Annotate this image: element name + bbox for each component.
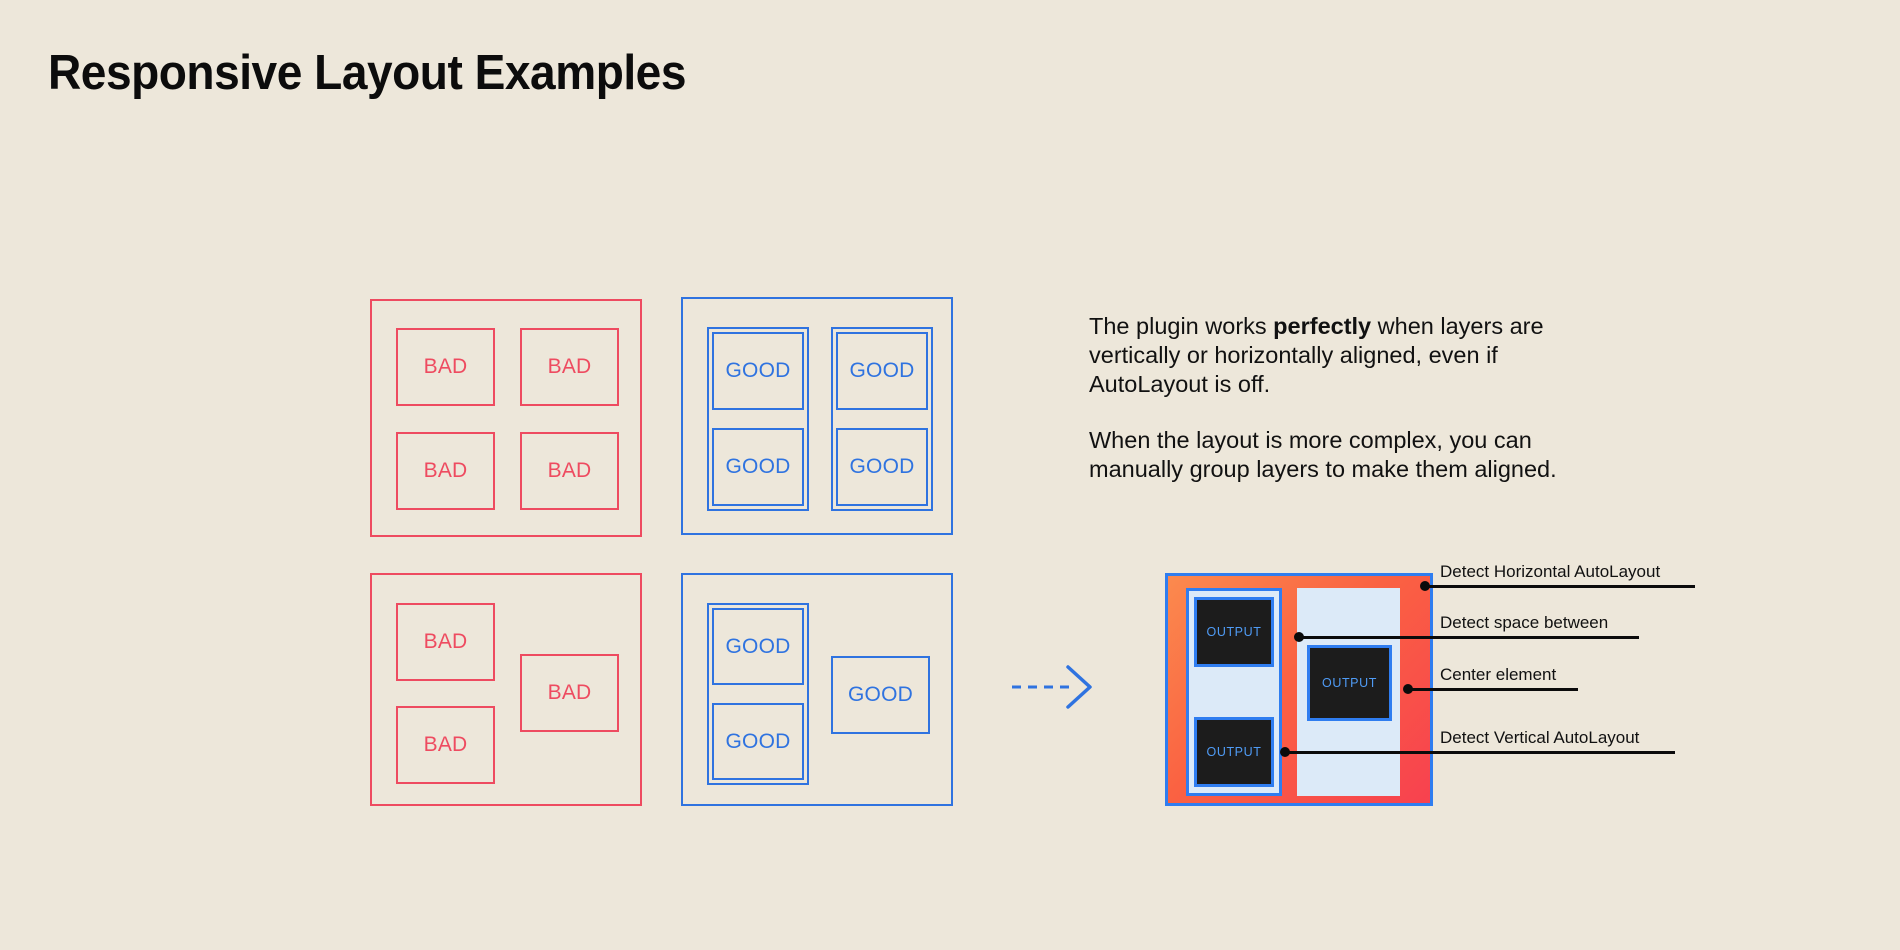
good-box: GOOD [712,428,804,506]
bad-box: BAD [520,432,619,510]
copy-p1-bold: perfectly [1273,313,1372,339]
annotation-label-horizontal-autolayout: Detect Horizontal AutoLayout [1440,562,1661,581]
bad-box: BAD [520,654,619,732]
bad-box: BAD [396,328,495,406]
good-box: GOOD [836,428,928,506]
copy-p1-after: when layers are vertically or horizontal… [1089,313,1544,397]
good-box: GOOD [712,608,804,685]
dashed-arrow-right-icon [1012,665,1102,709]
mock-column-left: OUTPUT OUTPUT [1186,588,1282,796]
page-title: Responsive Layout Examples [48,46,686,100]
good-box: GOOD [836,332,928,410]
good-box: GOOD [831,656,930,734]
good-box: GOOD [712,703,804,780]
output-box: OUTPUT [1194,597,1274,667]
good-group-column-1 [707,603,809,785]
copy-p1-before: The plugin works [1089,313,1274,339]
bad-box: BAD [396,432,495,510]
good-group-column-2 [831,327,933,511]
good-box: GOOD [712,332,804,410]
annotation-line-center-element [1408,688,1578,691]
annotated-mock-frame: OUTPUT OUTPUT OUTPUT [1165,573,1433,806]
explanatory-copy: The plugin works perfectly when layers a… [1089,312,1559,484]
output-box: OUTPUT [1194,717,1274,787]
example-panel-good-grid: GOOD GOOD GOOD GOOD [681,297,953,535]
bad-box: BAD [396,706,495,784]
example-panel-good-complex: GOOD GOOD GOOD [681,573,953,806]
annotation-line-space-between [1299,636,1639,639]
annotation-label-space-between: Detect space between [1440,613,1609,632]
good-group-column-1 [707,327,809,511]
copy-paragraph-1: The plugin works perfectly when layers a… [1089,312,1559,399]
example-panel-bad-complex: BAD BAD BAD [370,573,642,806]
mock-column-right: OUTPUT [1297,588,1400,796]
annotation-line-vertical-autolayout [1285,751,1675,754]
bad-box: BAD [396,603,495,681]
output-box: OUTPUT [1307,645,1392,721]
example-panel-bad-grid: BAD BAD BAD BAD [370,299,642,537]
annotation-label-center-element: Center element [1440,665,1557,684]
annotation-label-vertical-autolayout: Detect Vertical AutoLayout [1440,728,1640,747]
bad-box: BAD [520,328,619,406]
annotation-line-horizontal-autolayout [1425,585,1695,588]
copy-paragraph-2: When the layout is more complex, you can… [1089,427,1557,482]
